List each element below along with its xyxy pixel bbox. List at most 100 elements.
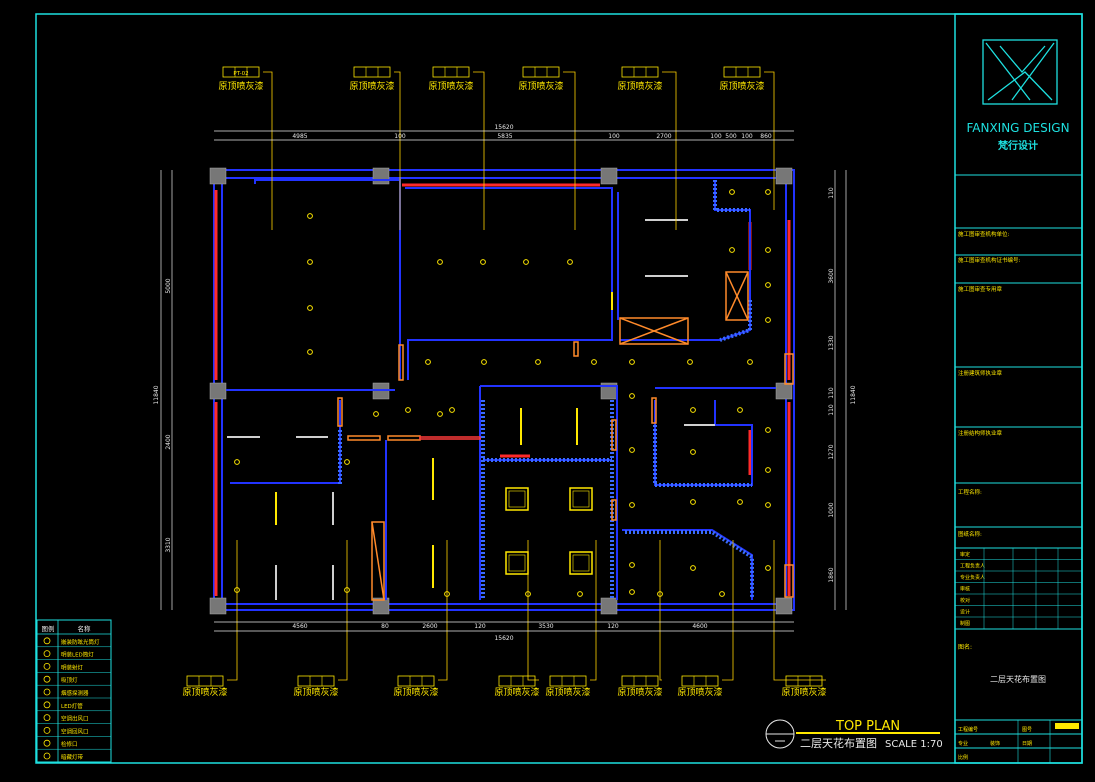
downlight-marker — [690, 449, 696, 455]
downlight-marker — [765, 467, 771, 473]
legend-item-label: LED灯管 — [61, 702, 83, 710]
dimension-value: 4600 — [692, 623, 707, 630]
dimension-value: 3310 — [165, 537, 172, 552]
plan-title: TOP PLAN 二层天花布置图 SCALE 1:70 — [765, 719, 943, 750]
door-frames — [337, 271, 794, 601]
drawing-number-box — [1055, 723, 1079, 729]
downlight-marker — [765, 282, 771, 288]
dimension-value: 100 — [741, 133, 753, 140]
downlight-marker — [481, 359, 487, 365]
title-block-row-label: 施工图审查机构单位: — [958, 230, 1010, 238]
dimension-value: 11840 — [153, 385, 160, 404]
tag-label: 原顶喷灰漆 — [617, 80, 662, 92]
downlight-marker — [629, 359, 635, 365]
legend-item-label: 明装LED筒灯 — [61, 651, 94, 659]
dimension-value: 100 — [710, 133, 722, 140]
dimension-value: 3530 — [538, 623, 553, 630]
title-block-row-label: 图纸名称: — [958, 530, 982, 538]
downlight-marker — [425, 359, 431, 365]
dimension-value: 4560 — [292, 623, 307, 630]
legend-item-label: 检修口 — [61, 740, 78, 748]
signoff-label: 专业负责人 — [960, 574, 985, 581]
tag-label: 原顶喷灰漆 — [617, 686, 662, 698]
air-vents — [505, 487, 593, 575]
tag-box — [397, 675, 435, 687]
dimension-value: 11840 — [850, 385, 857, 404]
legend-symbol-icon — [43, 752, 51, 760]
downlight-marker — [737, 407, 743, 413]
dimension-value: 110 — [828, 187, 835, 199]
downlight-marker — [690, 565, 696, 571]
downlight-marker — [747, 359, 753, 365]
dimension-value: 110 — [828, 404, 835, 416]
legend-symbol-icon — [43, 701, 51, 709]
tag-label: 原顶喷灰漆 — [393, 686, 438, 698]
legend-symbol-icon — [43, 663, 51, 670]
downlight-marker — [629, 562, 635, 568]
downlight-marker — [437, 259, 443, 265]
dimension-value: 860 — [760, 133, 772, 140]
signoff-label: 审定 — [960, 551, 970, 558]
tag-box — [222, 66, 260, 78]
downlight-marker — [307, 349, 313, 355]
downlight-marker — [449, 407, 455, 413]
tag-label: 原顶喷灰漆 — [545, 686, 590, 698]
title-block-row-label: 注册结构师执业章 — [958, 429, 1003, 437]
downlight-marker — [577, 591, 583, 597]
downlight-marker — [567, 259, 573, 265]
legend-table: 图例名称嵌装防眩光筒灯明装LED筒灯明装射灯吸顶灯烟感探测器LED灯管空调出风口… — [36, 619, 112, 763]
dimension-value: 5835 — [497, 133, 512, 140]
tag-label: 原顶喷灰漆 — [428, 80, 473, 92]
downlight-marker — [629, 393, 635, 399]
legend-symbol-icon — [43, 727, 51, 734]
drawing-name-label: 图名: — [958, 643, 972, 651]
downlight-marker — [729, 247, 735, 253]
legend-symbol-icon — [43, 675, 51, 683]
led-tubes — [227, 219, 715, 600]
downlight-marker — [629, 589, 635, 595]
legend-item-label: 明装射灯 — [61, 663, 84, 671]
dimension-value: 2600 — [422, 623, 437, 630]
downlight-marker — [307, 259, 313, 265]
downlight-marker — [765, 247, 771, 253]
title-block-row-label: 注册建筑师执业章 — [958, 369, 1003, 377]
columns — [209, 167, 793, 615]
legend-item-label: 空调出风口 — [61, 715, 89, 723]
tag-label: 原顶喷灰漆 — [518, 80, 563, 92]
dimension-value: 1000 — [828, 502, 835, 517]
legend-symbol-icon — [43, 688, 51, 696]
downlight-marker — [234, 459, 240, 465]
discipline-value: 装饰 — [990, 740, 1000, 747]
downlight-marker — [307, 213, 313, 219]
tag-label: 原顶喷灰漆 — [677, 686, 722, 698]
project-number-label: 工程编号 — [958, 726, 978, 733]
dimension-value: 3600 — [828, 268, 835, 283]
tag-box — [353, 66, 391, 78]
discipline-label: 专业 — [958, 740, 968, 747]
tag-box — [432, 66, 470, 78]
legend-symbol-icon — [43, 637, 51, 645]
downlight-marker — [405, 407, 411, 413]
tag-box — [723, 66, 761, 78]
interior-walls — [226, 179, 776, 600]
legend-item-label: 空调回风口 — [61, 727, 89, 735]
brand-subtitle: 梵行设计 — [998, 139, 1038, 152]
dimension-value: 1330 — [828, 335, 835, 350]
tag-label: 原顶喷灰漆 — [719, 80, 764, 92]
downlight-marker — [729, 189, 735, 195]
dimension-value: 100 — [608, 133, 620, 140]
plan-scale: SCALE 1:70 — [885, 739, 943, 750]
tag-label: 原顶喷灰漆 — [781, 686, 826, 698]
title-block: FANXING DESIGN 梵行设计 施工图审查机构单位:施工图审查机构证书编… — [954, 13, 1083, 764]
dimension-value: 1860 — [828, 567, 835, 582]
drawing-name: 二层天花布置图 — [990, 674, 1046, 684]
title-block-rows: 施工图审查机构单位:施工图审查机构证书编号:施工图审查专用章注册建筑师执业章注册… — [955, 174, 1082, 763]
sheet-border — [35, 13, 1083, 764]
tag-box — [621, 675, 659, 687]
title-block-row-label: 施工图审查专用章 — [958, 285, 1003, 293]
legend-item-label: 烟感探测器 — [61, 689, 89, 697]
tag-box — [522, 66, 560, 78]
tag-label: 原顶喷灰漆 — [218, 80, 263, 92]
